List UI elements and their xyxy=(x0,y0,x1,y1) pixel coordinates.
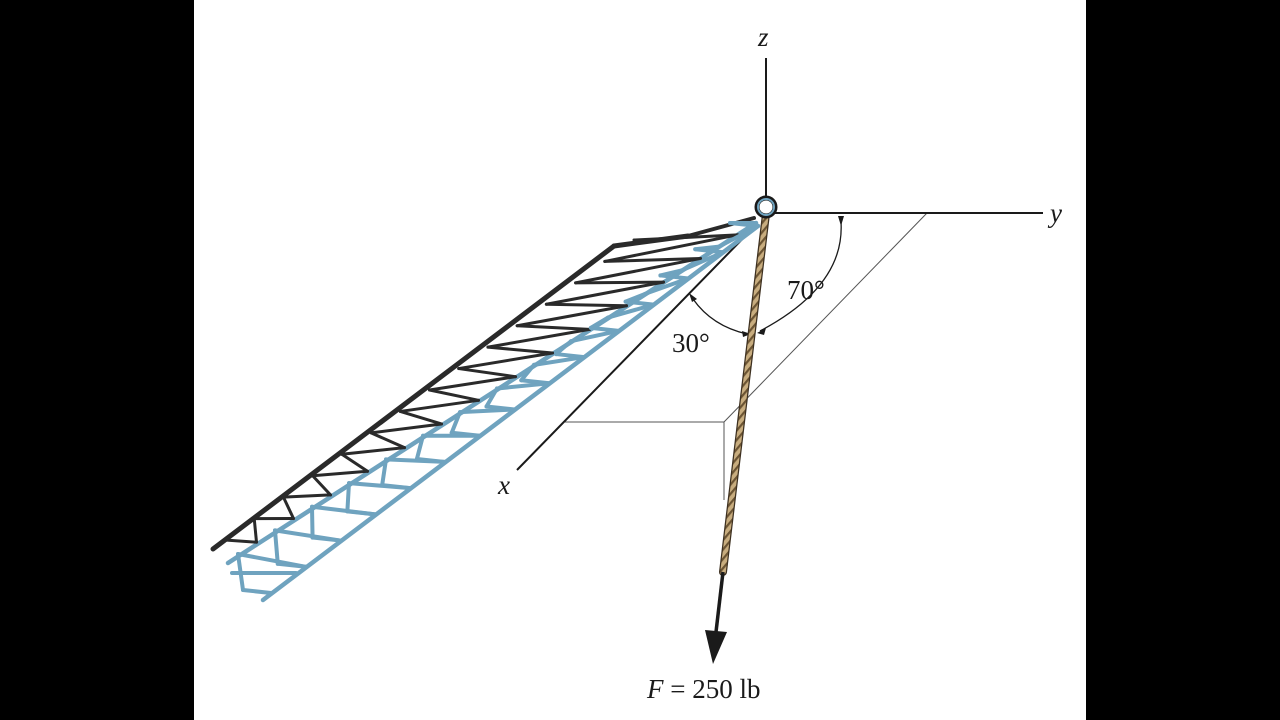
truss-web-diagonal xyxy=(717,224,760,249)
truss-web-rung-end xyxy=(380,483,413,491)
arrowhead-30-bottom xyxy=(742,331,751,337)
truss-web-dark xyxy=(574,280,665,285)
truss-web-rung xyxy=(345,481,351,514)
truss-web-dark xyxy=(486,345,554,355)
truss-web-dark xyxy=(515,304,628,328)
angle-arc-30 xyxy=(692,298,748,335)
truss-web-dark xyxy=(340,446,406,456)
arrowhead-70-top xyxy=(838,216,844,226)
truss-web-rung-end xyxy=(275,561,308,569)
truss-web-dark xyxy=(281,495,295,521)
truss-web-dark xyxy=(515,324,591,331)
z-axis-label: z xyxy=(757,22,769,52)
force-arrow xyxy=(705,571,727,664)
truss-web-dark xyxy=(369,431,406,450)
truss-web-rung-end xyxy=(345,509,378,517)
origin-ring-inner xyxy=(757,198,775,216)
truss-web-rung-end xyxy=(310,535,343,543)
truss-web-diagonal xyxy=(532,355,587,367)
truss-web-diagonal xyxy=(569,328,621,344)
truss-web-dark xyxy=(603,233,739,263)
projection-line-y xyxy=(723,212,928,423)
truss-web-diagonal xyxy=(606,302,656,320)
truss-web-dark xyxy=(486,327,591,349)
truss-bottom-chord xyxy=(260,223,761,603)
angle-arcs xyxy=(692,221,842,335)
truss-web-dark xyxy=(457,351,554,371)
truss-web-dark xyxy=(457,367,517,379)
truss-web-dark xyxy=(544,302,628,308)
truss-web-diagonal xyxy=(643,276,691,296)
force-arrowhead xyxy=(705,630,727,664)
truss-web-rung-end xyxy=(658,273,691,281)
truss-web-rung xyxy=(449,410,462,435)
truss-web-diagonal xyxy=(680,250,726,273)
truss-web-dark xyxy=(428,388,480,402)
truss-web-dark xyxy=(398,409,443,426)
arrowhead-30-top xyxy=(689,293,697,302)
cable-strands xyxy=(720,211,769,575)
truss-web-rung-end xyxy=(693,247,726,255)
x-axis-label: x xyxy=(497,470,510,500)
truss-web-rung-end xyxy=(554,352,587,360)
angle-label-30: 30° xyxy=(672,328,710,358)
truss-web-rung xyxy=(310,504,315,540)
cable xyxy=(719,210,770,576)
force-label: F = 250 lb xyxy=(646,674,760,704)
angle-label-70: 70° xyxy=(787,275,825,305)
right-frame-bar xyxy=(1086,0,1280,720)
truss-web-rung-end xyxy=(623,299,656,307)
truss-web-rung xyxy=(519,362,536,383)
truss-top-chord xyxy=(210,243,617,552)
truss-web-rung-end xyxy=(728,221,760,228)
truss-web-rung-end xyxy=(484,404,517,412)
truss-web-rung xyxy=(554,339,573,357)
force-value: = 250 lb xyxy=(664,674,761,704)
truss-web-dark xyxy=(603,256,702,263)
truss-web-dark xyxy=(311,474,332,497)
truss-web-dark xyxy=(574,256,702,285)
truss-web-rung xyxy=(588,315,610,330)
truss-web-rung-end xyxy=(241,588,273,595)
truss-web-dark xyxy=(398,398,480,413)
truss-web-rung xyxy=(414,433,425,461)
truss-web-rung xyxy=(273,528,280,566)
truss-web-rung xyxy=(380,457,388,488)
arrowhead-70-bottom xyxy=(757,328,766,335)
truss-web-rung-end xyxy=(588,325,621,333)
x-axis-line xyxy=(516,223,758,471)
angle-arc-70 xyxy=(759,221,842,332)
truss-web-rung-end xyxy=(414,456,447,464)
truss-web-dark xyxy=(428,375,517,392)
truss-web-dark xyxy=(340,452,369,473)
truss-web-dark xyxy=(311,469,369,478)
truss-web-rung xyxy=(236,552,245,592)
left-frame-bar xyxy=(0,0,194,720)
angle-arrowheads xyxy=(689,216,844,337)
truss-web-dark xyxy=(252,517,258,544)
y-axis-label: y xyxy=(1047,198,1062,228)
crane-boom-truss xyxy=(210,216,761,603)
truss-web-dark xyxy=(223,538,258,544)
truss-web-dark xyxy=(369,422,443,435)
truss-web-rung-end xyxy=(449,430,482,438)
coordinate-axes xyxy=(516,58,1043,471)
force-arrow-shaft xyxy=(714,571,725,633)
paper-background xyxy=(194,0,1086,720)
truss-web-dark xyxy=(632,233,739,242)
truss-web-rung xyxy=(484,386,499,409)
truss-web-dark xyxy=(281,493,332,499)
truss-web-rung-end xyxy=(519,378,552,386)
force-symbol: F xyxy=(646,674,664,704)
truss-web-dark xyxy=(544,280,665,306)
projection-lines xyxy=(565,212,928,500)
